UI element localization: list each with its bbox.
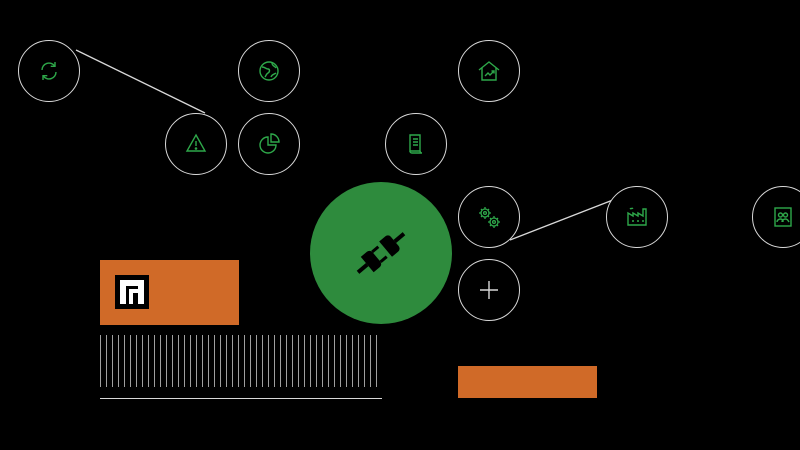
house-growth-node[interactable] [458,40,520,102]
plus-icon [480,281,498,299]
pie-chart-icon [259,133,280,154]
document-node[interactable] [385,113,447,175]
baseline-divider [100,398,382,400]
people-doc-node[interactable] [752,186,800,248]
brand-logo-icon [115,275,149,309]
plug-hub[interactable] [310,182,452,324]
orange-bar [458,366,597,398]
warning-node[interactable] [165,113,227,175]
factory-icon [627,207,647,226]
pie-chart-node[interactable] [238,113,300,175]
add-node[interactable] [458,259,520,321]
connector-gears-factory [509,197,619,241]
brand-panel [100,260,239,325]
refresh-node[interactable] [18,40,80,102]
globe-node[interactable] [238,40,300,102]
warning-icon [185,133,207,152]
plug-icon [356,232,406,274]
house-trend-icon [478,61,500,81]
gears-icon [479,207,500,228]
barcode-stripes [100,335,382,387]
people-document-icon [774,207,792,227]
refresh-icon [41,62,57,80]
connector-refresh-warning [75,49,206,114]
gears-node[interactable] [458,186,520,248]
globe-leaf-icon [259,61,279,81]
factory-node[interactable] [606,186,668,248]
document-icon [409,134,423,154]
